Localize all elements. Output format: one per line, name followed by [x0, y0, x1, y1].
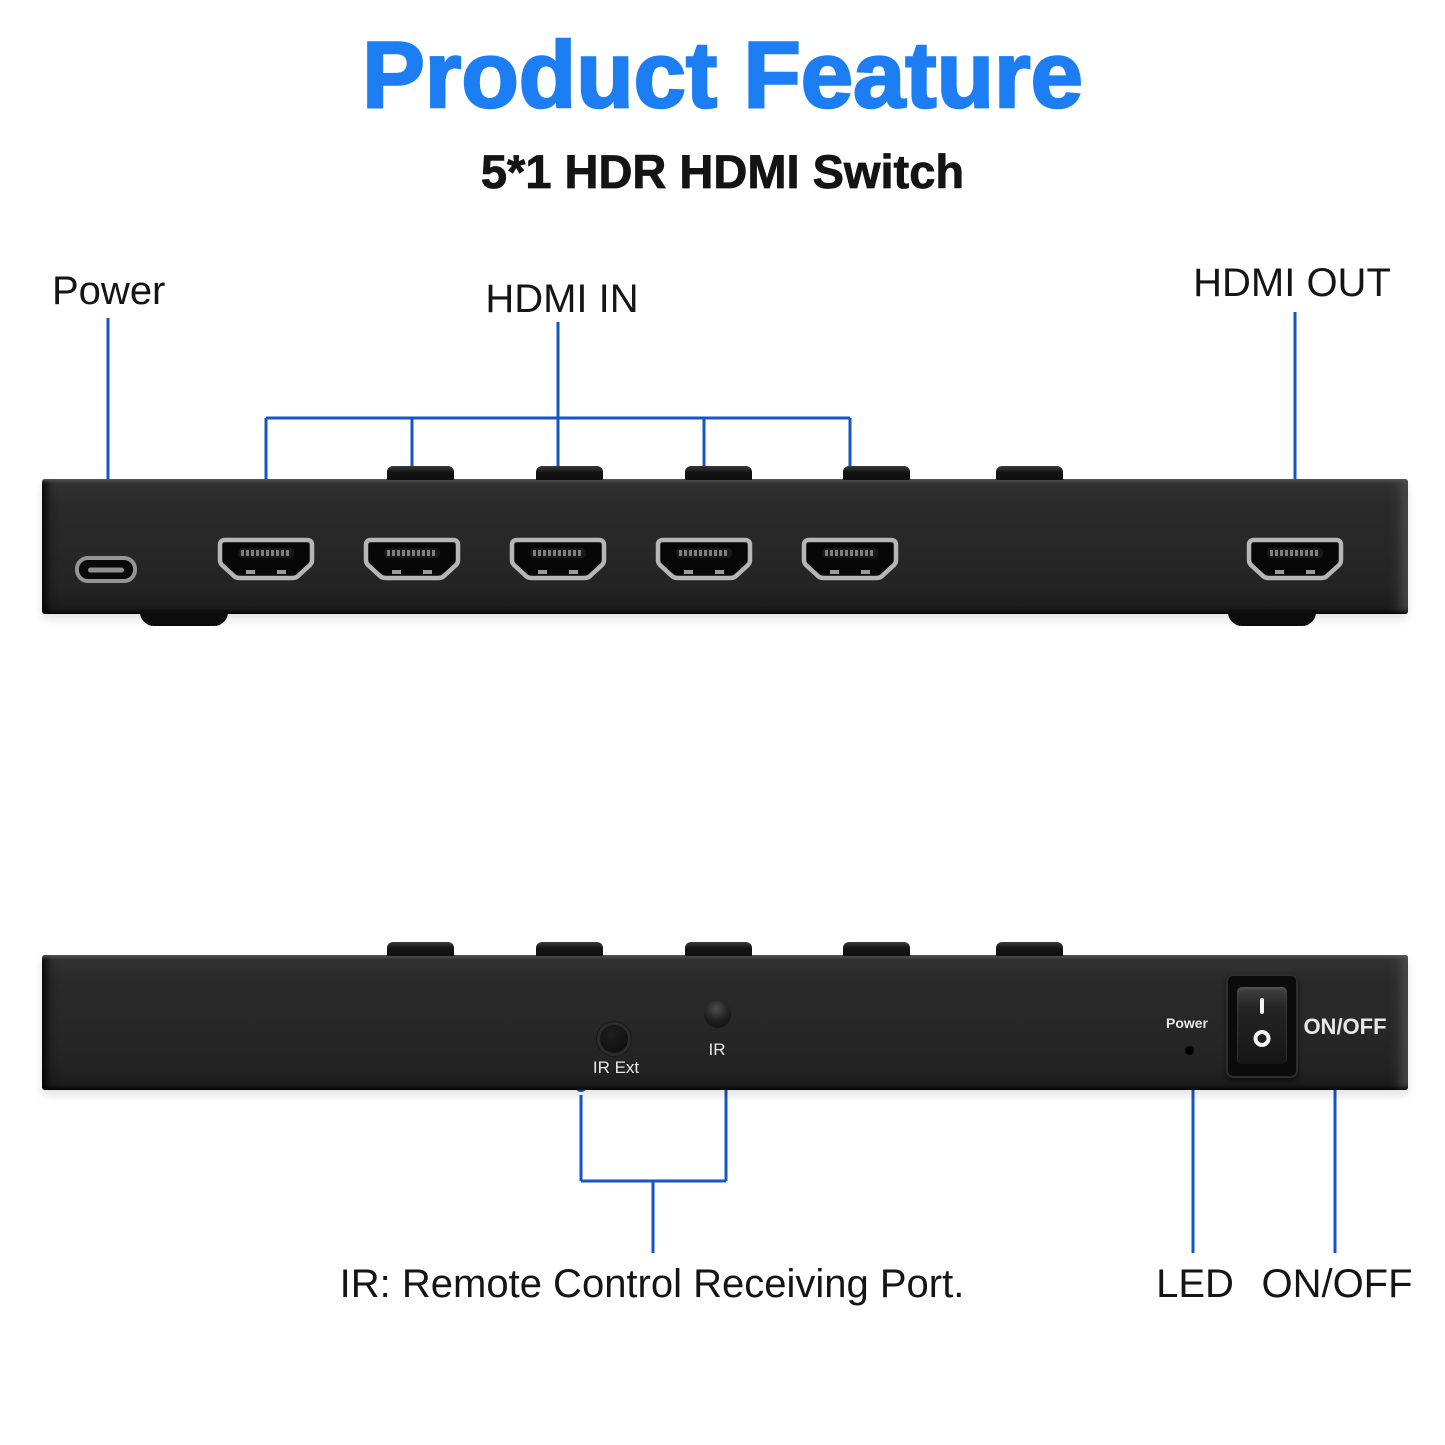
- hdmi-out-callout-label: HDMI OUT: [1193, 261, 1391, 305]
- page-subtitle: 5*1 HDR HDMI Switch: [480, 145, 965, 198]
- device-foot: [1228, 610, 1316, 626]
- page-title: Product Feature: [361, 22, 1084, 127]
- top-panel-button: [536, 942, 603, 956]
- hdmi-out-port: [1245, 537, 1345, 583]
- top-panel-button: [387, 942, 454, 956]
- switch-off-mark: [1253, 1030, 1271, 1047]
- top-panel-button: [685, 466, 752, 480]
- ir-note-label: IR: Remote Control Receiving Port.: [339, 1262, 965, 1306]
- hdmi-in-port-2: [362, 537, 462, 583]
- device-control-view: IR Ext IR Power ON/OFF: [42, 942, 1408, 1090]
- hdmi-in-port-4: [654, 537, 754, 583]
- power-rocker-switch: [1226, 974, 1298, 1078]
- top-panel-button: [536, 466, 603, 480]
- power-led: [1185, 1046, 1194, 1055]
- top-panel-button: [387, 466, 454, 480]
- top-panel-button: [996, 942, 1063, 956]
- device-ports-view: [42, 466, 1408, 626]
- ir-ext-port: [597, 1022, 631, 1056]
- top-panel-button: [843, 942, 910, 956]
- usb-power-port: [75, 556, 137, 583]
- hdmi-in-callout-label: HDMI IN: [485, 277, 639, 321]
- top-panel-button: [685, 942, 752, 956]
- device-foot: [140, 610, 228, 626]
- hdmi-in-port-3: [508, 537, 608, 583]
- onoff-panel-label: ON/OFF: [1303, 1014, 1387, 1039]
- top-panel-button: [843, 466, 910, 480]
- led-label: LED: [1156, 1262, 1234, 1306]
- ir-receiver: [704, 1001, 731, 1028]
- onoff-label: ON/OFF: [1261, 1262, 1413, 1306]
- hdmi-in-port-1: [216, 537, 316, 583]
- switch-on-mark: [1260, 998, 1264, 1014]
- top-panel-button: [996, 466, 1063, 480]
- ir-ext-panel-label: IR Ext: [592, 1058, 640, 1077]
- ir-panel-label: IR: [708, 1040, 726, 1059]
- hdmi-in-port-5: [800, 537, 900, 583]
- power-callout-label: Power: [52, 269, 166, 313]
- onoff-callout-line: [1267, 1070, 1337, 1253]
- power-panel-label: Power: [1165, 1015, 1209, 1031]
- rocker: [1237, 987, 1287, 1064]
